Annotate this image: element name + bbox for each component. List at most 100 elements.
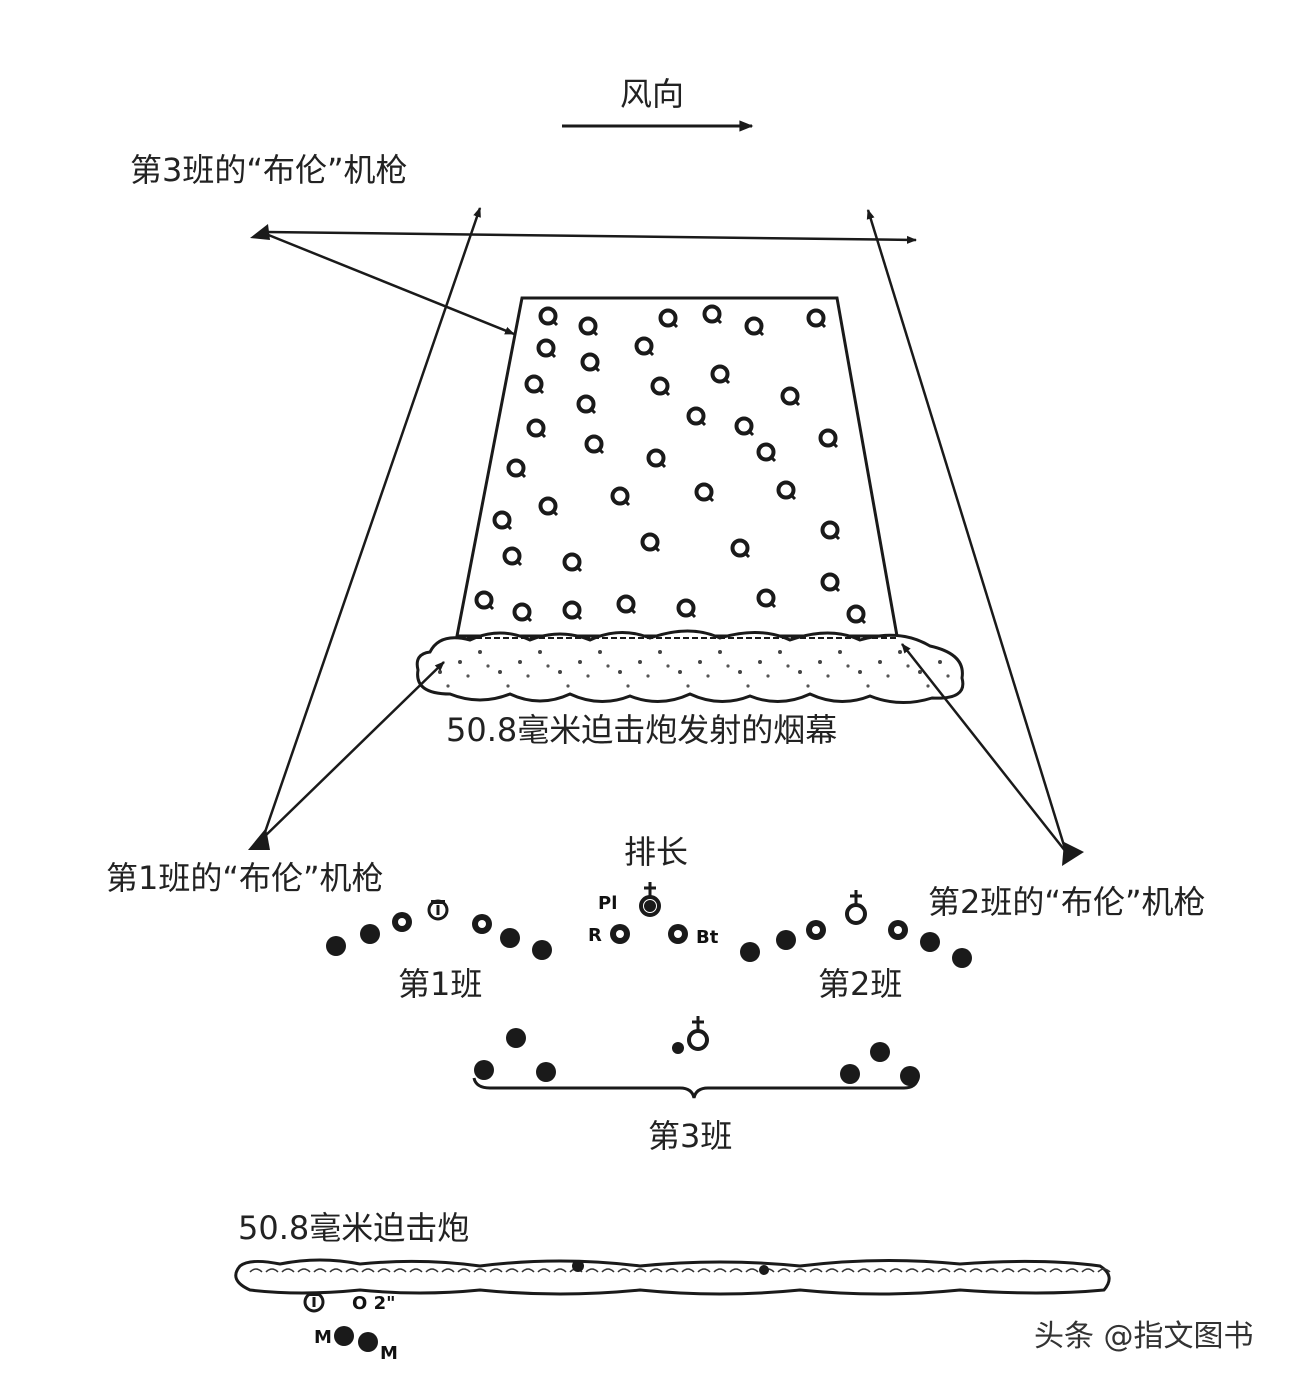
soldier-icon [668,924,688,944]
marker-2inch: O 2" [352,1293,396,1314]
fire-line-squad1-up [261,207,482,839]
enemy-soldier-icon [474,590,495,611]
enemy-soldier-icon [744,316,765,337]
smoke-label: 50.8毫米迫击炮发射的烟幕 [446,711,838,749]
fire-line-squad2-smoke [901,643,1067,853]
soldier-icon [806,920,826,940]
enemy-soldier-icon [820,572,841,593]
squad3-bren-label: 第3班的“布伦”机枪 [130,151,408,189]
squad2-bren-label: 第2班的“布伦”机枪 [928,883,1206,921]
enemy-soldier-icon [650,376,671,397]
enemy-soldier-icon [576,394,597,415]
enemy-soldier-icon [686,406,707,427]
soldier-icon [474,1060,494,1080]
bren-gun-squad3-icon [250,224,270,240]
soldier-icon [888,920,908,940]
soldier-icon [334,1326,354,1346]
enemy-soldier-icon [502,546,523,567]
marker-m-left: M [314,1327,332,1348]
soldier-icon [900,1066,920,1086]
soldier-icon [326,936,346,956]
enemy-soldier-icon [584,434,605,455]
squad3-label: 第3班 [648,1117,733,1155]
soldier-icon [472,914,492,934]
soldier-icon [506,1028,526,1048]
watermark: 头条 @指文图书 [1034,1319,1254,1354]
soldier-icon [500,928,520,948]
enemy-soldier-icon [710,364,731,385]
enemy-soldier-icon [580,352,601,373]
enemy-soldier-icon [512,602,533,623]
leader-icon [845,890,867,925]
soldier-icon [776,930,796,950]
squad1-label: 第1班 [398,965,483,1003]
leader-icon [687,1016,709,1051]
enemy-soldier-icon [616,594,637,615]
enemy-soldier-icon [578,316,599,337]
enemy-soldier-icon [526,418,547,439]
fire-line-squad3-long [265,230,917,244]
bren-gun-squad2-icon [1062,842,1084,866]
enemy-soldier-icon [646,448,667,469]
smoke-screen [415,629,965,705]
marker-r: R [588,925,602,946]
marker-pl: Pl [598,893,618,914]
soldier-icon [536,1062,556,1082]
enemy-soldier-icon [776,480,797,501]
enemy-soldier-icon [506,458,527,479]
soldier-icon [740,942,760,962]
soldier-icon [532,940,552,960]
soldier-icon [644,900,656,912]
enemy-soldier-icon [820,520,841,541]
enemy-soldier-icon [658,308,679,329]
platoon-leader-label: 排长 [624,833,689,871]
enemy-soldier-icon [676,598,697,619]
marker-bt: Bt [696,927,719,948]
enemy-soldier-icon [640,532,661,553]
enemy-soldier-icon [536,338,557,359]
enemy-soldier-icon [806,308,827,329]
soldier-icon [870,1042,890,1062]
fire-line-squad2-up [866,209,1068,853]
squad3-bracket [472,1077,920,1099]
enemy-soldier-icon [562,600,583,621]
platoon-members [303,882,972,1352]
enemy-soldier-icon [634,336,655,357]
enemy-soldier-icon [562,552,583,573]
soldier-icon [952,948,972,968]
leader-icon [639,882,661,917]
enemy-soldier-icon [756,588,777,609]
soldier-icon [392,912,412,932]
enemy-soldier-icon [538,496,559,517]
enemy-positions [474,304,867,625]
enemy-soldier-icon [492,510,513,531]
enemy-soldier-icon [524,374,545,395]
enemy-soldier-icon [694,482,715,503]
bren-gun-squad1-icon [248,828,270,850]
squad1-bren-label: 第1班的“布伦”机枪 [106,859,384,897]
mortar-line [234,1258,1111,1296]
enemy-soldier-icon [538,306,559,327]
soldier-icon [360,924,380,944]
enemy-soldier-icon [846,604,867,625]
fire-line-squad3-objective [265,232,515,336]
soldier-icon [920,932,940,952]
enemy-soldier-icon [734,416,755,437]
enemy-soldier-icon [756,442,777,463]
mortar-label: 50.8毫米迫击炮 [238,1209,470,1247]
enemy-soldier-icon [780,386,801,407]
bren-gunner-icon [303,1291,325,1313]
enemy-soldier-icon [818,428,839,449]
soldier-icon [840,1064,860,1084]
soldier-icon [610,924,630,944]
enemy-soldier-icon [610,486,631,507]
enemy-soldier-icon [702,304,723,325]
wind-direction-label: 风向 [620,75,685,113]
bren-gunner-icon [427,899,449,921]
soldier-icon [672,1042,684,1054]
fire-lines [261,207,1068,853]
fire-line-squad1-smoke [262,661,445,839]
marker-m-right: M [380,1343,398,1364]
enemy-soldier-icon [730,538,751,559]
